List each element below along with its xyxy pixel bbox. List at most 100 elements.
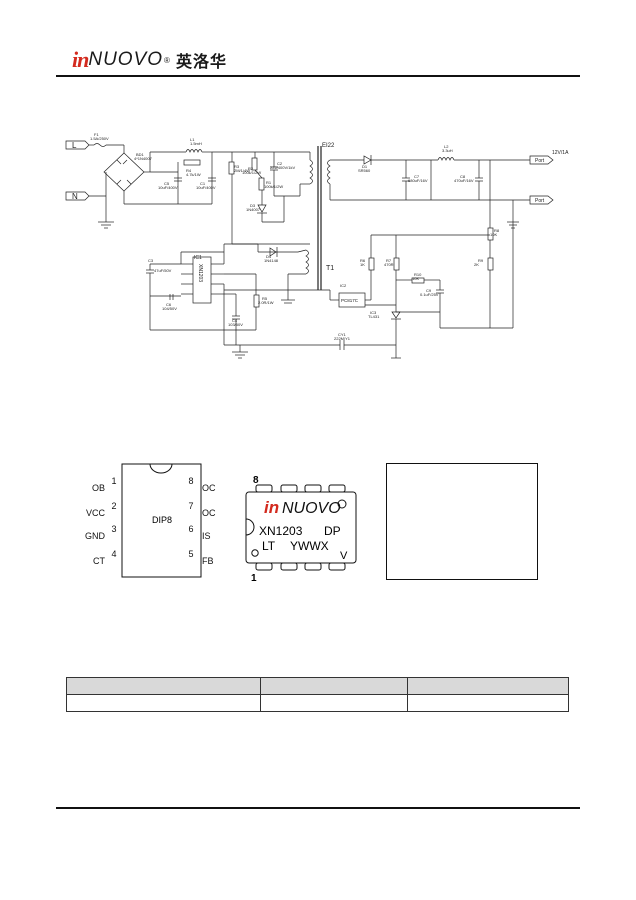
label-cy1-value: 222M/Y1: [334, 336, 351, 341]
label-r4: R4: [186, 168, 192, 173]
pin-name-fb: FB: [202, 556, 214, 566]
label-c3-value: 47uF/50V: [154, 268, 172, 273]
dip8-package-label: DIP8: [152, 515, 172, 525]
marking-logo-in: in: [264, 498, 279, 517]
table-cell: [66, 694, 261, 712]
label-tl431-ref: IC3: [370, 310, 377, 315]
label-l1-value: 1.5mH: [190, 141, 202, 146]
label-r4-value: 4.7k/1W: [186, 172, 201, 177]
pin-name-gnd: GND: [85, 531, 106, 541]
marking-pin-bottom-3: [304, 562, 322, 571]
specification-table: [66, 677, 569, 712]
transformer-secondary: [327, 159, 331, 185]
pin-num-8: 8: [188, 476, 193, 486]
marking-pin-top-1: [255, 484, 273, 493]
label-r5-value: 2.0R/1W: [258, 300, 274, 305]
label-c4-value: 103/50V: [228, 322, 243, 327]
label-r3-value: 2M/1/4W: [234, 168, 250, 173]
label-c4: C4: [232, 318, 238, 323]
label-c7-value: 680uF/16V: [408, 178, 428, 183]
marking-pin-bottom-4: [328, 562, 346, 571]
table-header-row: [66, 677, 569, 695]
label-c9: C9: [426, 288, 432, 293]
marking-pin-top-2: [280, 484, 298, 493]
pin-name-oc-7: OC: [202, 508, 216, 518]
label-d3-value: 1N4007: [246, 207, 261, 212]
marking-pin-top-3: [304, 484, 322, 493]
transformer-aux: [305, 249, 309, 275]
pin-num-5: 5: [188, 549, 193, 559]
label-transformer: T1: [326, 265, 334, 272]
terminal-port-neg: [529, 195, 554, 205]
label-r7-value: 470R: [384, 262, 394, 267]
dip8-notch: [149, 463, 173, 474]
dip8-pinout-diagram: DIP8 OB 1 VCC 2 GND 3 CT 4 OC 8 OC 7 IS …: [85, 463, 216, 578]
label-c6: C6: [166, 302, 172, 307]
label-opto-ref: IC2: [340, 283, 347, 288]
label-d4: D4: [266, 254, 272, 259]
logo-chinese-name: 英洛华: [175, 52, 227, 71]
inductor-l2: [437, 157, 455, 161]
label-r1: R1: [266, 180, 272, 185]
label-r1-value: 100k/1/2W: [264, 184, 283, 189]
label-l2: L2: [444, 144, 449, 149]
table-header-cell: [66, 677, 261, 695]
diode-d4: [269, 247, 277, 257]
label-c7: C7: [414, 174, 420, 179]
marking-pin-bottom-1: [255, 562, 273, 571]
logo-in-mark: in: [72, 47, 89, 72]
pin-num-2: 2: [111, 501, 116, 511]
table-cell: [407, 694, 569, 712]
label-opto: PC817C: [341, 298, 359, 303]
dip8-body: [121, 463, 202, 578]
terminal-port-pos: [529, 155, 554, 165]
pin-num-7: 7: [188, 501, 193, 511]
resistor-r10: [411, 277, 425, 284]
marking-pin-bottom-2: [280, 562, 298, 571]
application-schematic: L N F1 1.5A/250V BD1 4*1N4007 L1 1.5mH R…: [65, 132, 569, 359]
marking-lot: LT: [262, 539, 276, 553]
label-fuse: F1: [94, 132, 99, 137]
label-d3: D3: [250, 203, 256, 208]
marking-logo-nuovo: NUOVO: [282, 500, 341, 517]
resistor-r7: [393, 257, 400, 271]
label-c5: C5: [164, 181, 170, 186]
label-c8-value: 470uF/16V: [454, 178, 474, 183]
resistor-r6: [368, 257, 375, 271]
table-header-cell: [260, 677, 408, 695]
label-r10-value: 10K: [412, 276, 419, 281]
registered-mark: ®: [164, 55, 170, 65]
label-r2-value: 100k/1/2W: [242, 170, 261, 175]
inductor-l1: [185, 149, 203, 153]
label-c6-value: 104/50V: [162, 306, 177, 311]
label-d4-value: 1N4148: [264, 258, 279, 263]
label-tl431: TL431: [368, 314, 380, 319]
table-header-cell: [407, 677, 569, 695]
label-c2-value: 222/400V/1kV: [270, 165, 295, 170]
resistor-r3: [228, 161, 235, 175]
resistor-r9: [487, 257, 494, 271]
label-ic1: IC1: [194, 255, 202, 261]
label-cy1: CY1: [338, 332, 347, 337]
label-r3: R3: [234, 164, 240, 169]
label-r5: R5: [262, 296, 268, 301]
pin-name-ob: OB: [92, 483, 105, 493]
label-d1-value: SR560: [358, 168, 371, 173]
pin-num-1: 1: [111, 476, 116, 486]
marking-pin-8-label: 8: [253, 475, 259, 486]
pin-num-3: 3: [111, 524, 116, 534]
tl431-symbol: [391, 311, 401, 319]
label-r2: R2: [248, 166, 254, 171]
pin-num-4: 4: [111, 549, 116, 559]
label-c1-value: 10uF/400V: [196, 185, 216, 190]
label-r8-value: 10K: [490, 232, 497, 237]
diode-d3: [257, 204, 267, 213]
marking-package-body: [245, 491, 357, 564]
label-input-n: N: [72, 192, 78, 201]
diode-d1: [363, 155, 372, 165]
label-l1: L1: [190, 137, 195, 142]
label-ic1-part: XN1203: [197, 264, 203, 282]
label-port-pos: Port: [535, 158, 545, 164]
logo-wordmark: NUOVO: [88, 49, 164, 70]
label-r8: R8: [494, 228, 500, 233]
